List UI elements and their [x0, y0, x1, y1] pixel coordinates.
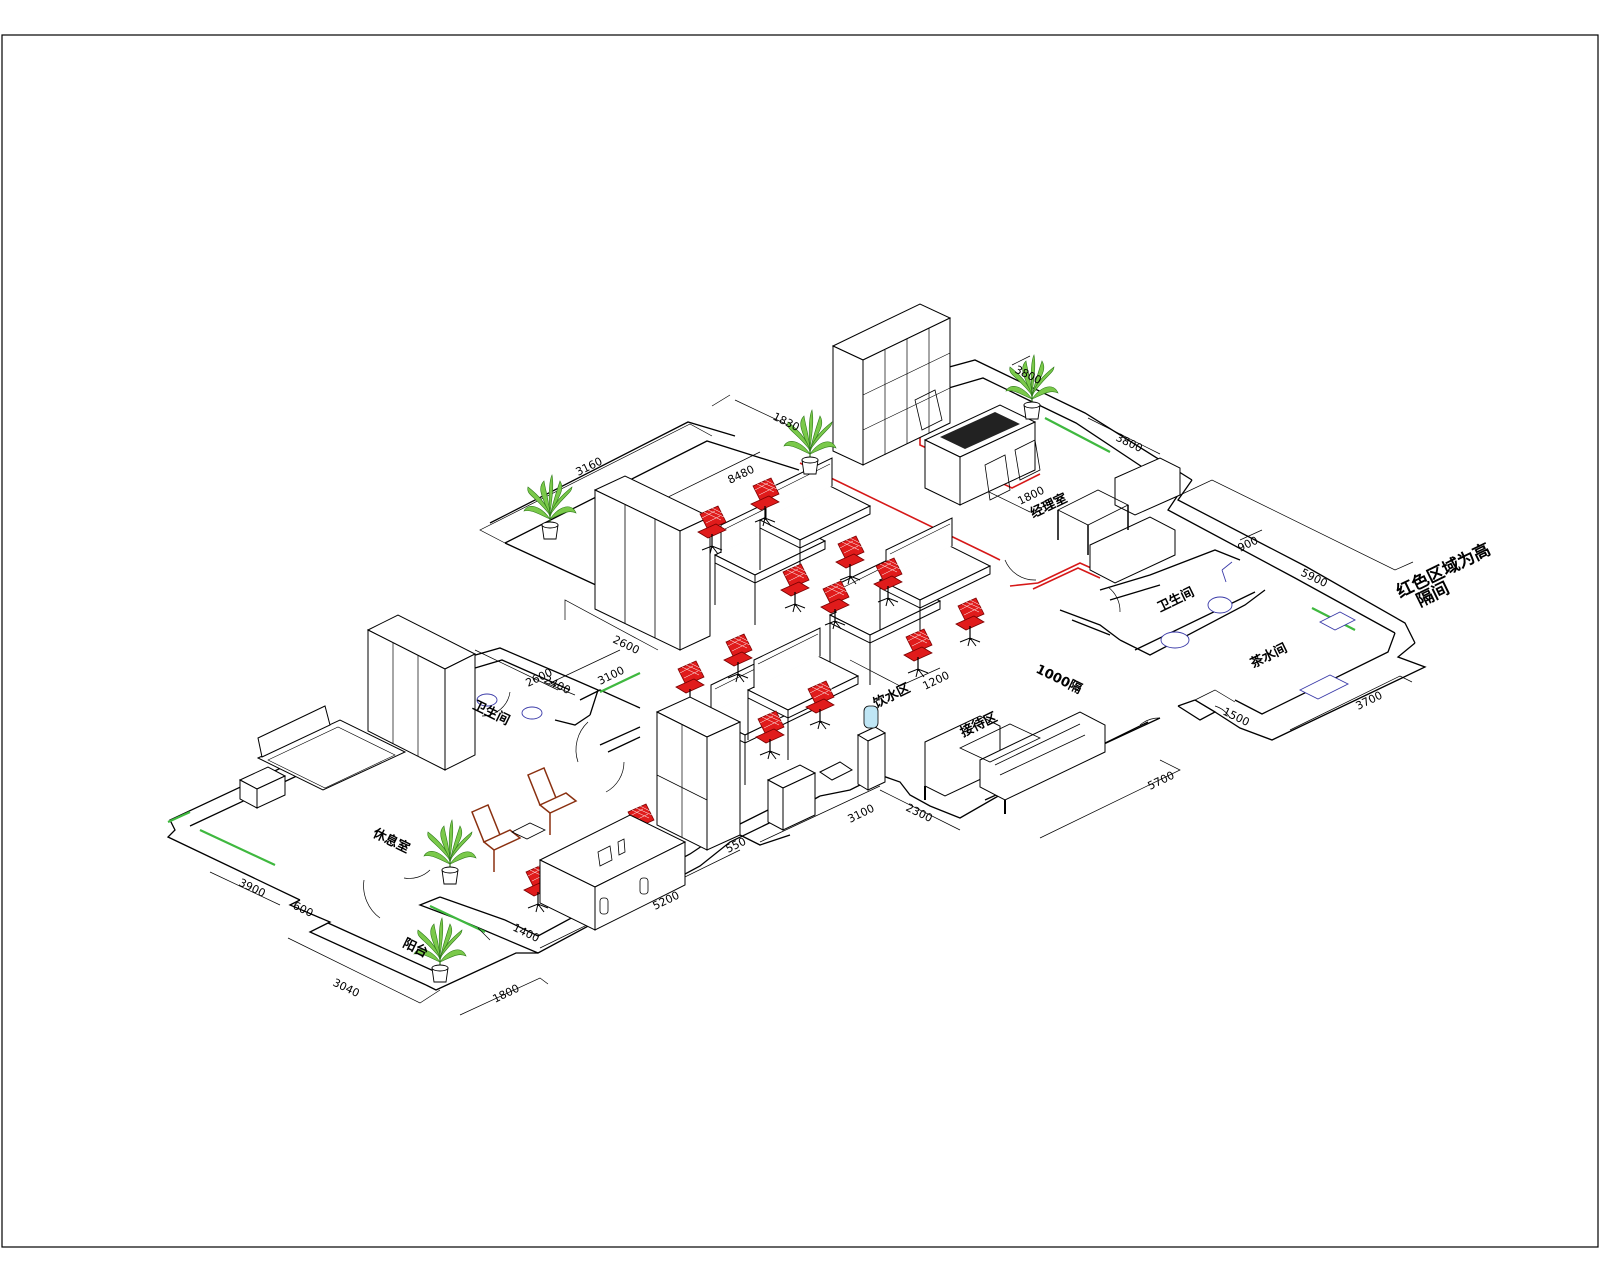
label-water: 饮水区 [870, 680, 913, 712]
tall-cabinet-left [593, 475, 712, 651]
bookcase-manager [831, 303, 952, 466]
dim-3900: 3900 [237, 876, 268, 900]
dim-2300: 2300 [904, 801, 935, 825]
reception-sofas [924, 711, 1106, 814]
label-partition: 1000隔 [1033, 661, 1084, 697]
dim-3040: 3040 [331, 976, 362, 1000]
glass-cabinet [655, 696, 742, 851]
label-lounge: 休息室 [369, 825, 412, 857]
armchairs-front [471, 767, 578, 872]
doors [363, 559, 1231, 919]
dim-600: 600 [291, 899, 316, 920]
label-tea: 茶水间 [1248, 640, 1290, 671]
front-office-desk [538, 814, 687, 931]
dim-3100b: 3100 [846, 802, 877, 826]
label-restroom: 卫生间 [1155, 584, 1197, 615]
dim-1400: 1400 [511, 921, 542, 945]
dim-2600a: 2600 [611, 633, 642, 657]
dim-5900: 5900 [1299, 566, 1330, 590]
printer-area [766, 705, 887, 831]
bedroom-furniture [238, 614, 477, 809]
dim-1830: 1830 [771, 410, 802, 434]
sofa-set-manager [1057, 457, 1181, 584]
note: 红色区域为高 隔间 [1393, 539, 1494, 612]
dim-3100a: 3100 [596, 664, 627, 688]
dim-5700: 5700 [1146, 769, 1177, 793]
bathroom-fixtures [476, 561, 1356, 720]
drawing-frame [1, 34, 1599, 1248]
dim-3700: 3700 [1354, 689, 1385, 713]
manager-desk [914, 389, 1041, 506]
dim-900: 900 [1236, 534, 1261, 555]
dim-1800b: 1800 [491, 982, 522, 1006]
